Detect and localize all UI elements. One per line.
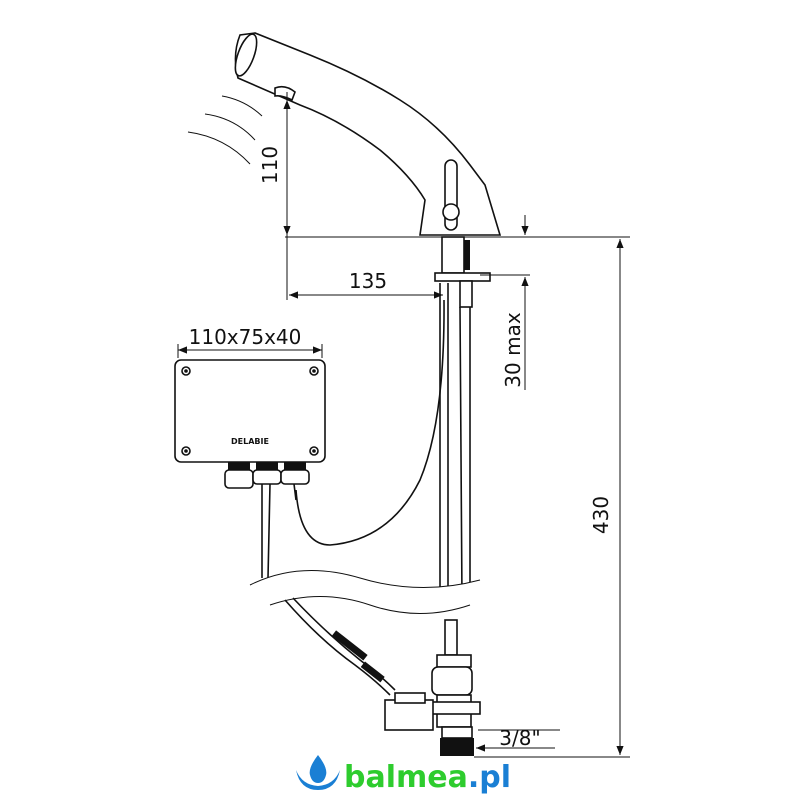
sensor-waves-icon (187, 95, 263, 165)
dimension-lines (177, 92, 630, 758)
sensor-window (274, 85, 296, 102)
break-line (249, 570, 481, 614)
balmea-logo: balmea.pl (296, 755, 511, 795)
dimension-deck-thickness: 30 max (501, 312, 525, 388)
dimension-total-height: 430 (589, 496, 613, 534)
solenoid-valve (384, 619, 481, 756)
dimension-sensor-height: 110 (258, 146, 282, 184)
dimension-spout-reach: 135 (349, 269, 387, 293)
logo-text: balmea.pl (344, 760, 511, 795)
mounting-shank (295, 236, 491, 601)
cable-glands (224, 462, 310, 489)
control-box: DELABIE (174, 359, 326, 579)
sensor-cable (284, 599, 391, 696)
brand-label: DELABIE (231, 437, 269, 446)
dimension-box-size: 110x75x40 (189, 325, 302, 349)
water-drop-icon (309, 755, 327, 783)
hands-icon (296, 770, 340, 790)
faucet-spout (234, 32, 502, 236)
dimension-connection: 3/8" (499, 726, 540, 750)
